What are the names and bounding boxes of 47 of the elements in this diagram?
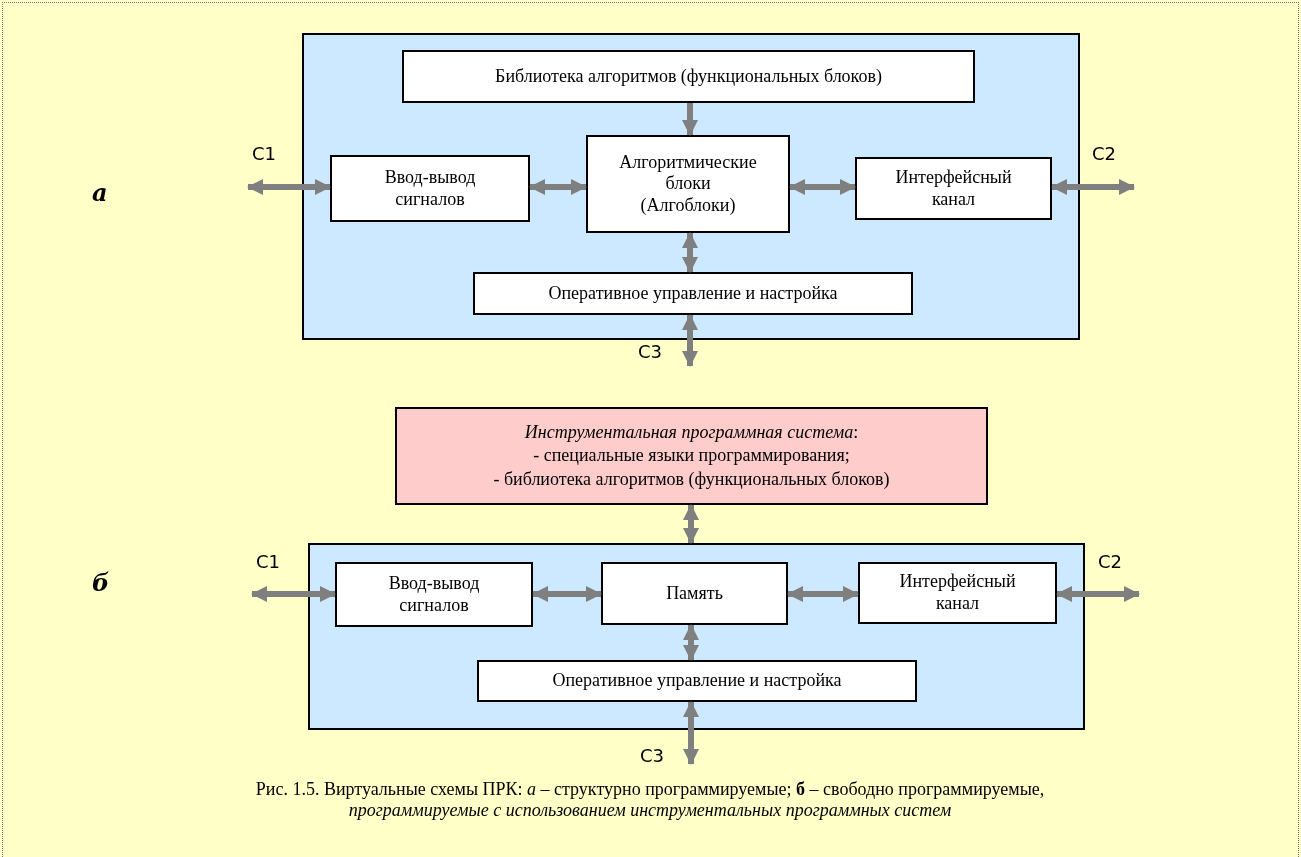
signal-label: С2 [1098, 550, 1123, 574]
double-arrow [683, 701, 699, 765]
double-arrow [789, 179, 856, 195]
box-text: Алгоритмические блоки (Алгоблоки) [618, 151, 758, 217]
block-box [477, 660, 917, 702]
double-arrow [1056, 586, 1140, 602]
block-box [601, 562, 788, 625]
tool-system-box [395, 407, 988, 505]
double-arrow [683, 624, 699, 661]
box-text: Интерфейсный канал [894, 166, 1013, 211]
variant-letter: б [92, 567, 110, 599]
block-box [335, 562, 533, 627]
box-text: Ввод-вывод сигналов [387, 572, 481, 617]
box-text: Библиотека алгоритмов (функциональных блоков) [494, 65, 883, 88]
box-text: Оперативное управление и настройка [551, 670, 843, 692]
box-text: Память [665, 582, 724, 605]
block-panel [302, 33, 1080, 340]
block-box [330, 155, 530, 222]
block-box [855, 157, 1052, 220]
double-arrow [529, 179, 587, 195]
box-heading: Инструментальная программная система: [523, 420, 860, 444]
double-arrow [787, 586, 859, 602]
figure-caption: Рис. 1.5. Виртуальные схемы ПРК: а – структурно программируемые; б – свободно программируемые, программируемые с использованием инструментальных программных систем [254, 779, 1046, 821]
block-box [473, 272, 913, 315]
box-text: Интерфейсный канал [898, 571, 1017, 615]
box-text: - библиотека алгоритмов (функциональных блоков) [492, 467, 891, 491]
double-arrow [682, 103, 698, 136]
double-arrow [682, 314, 698, 367]
block-box [402, 50, 975, 103]
double-arrow [1051, 179, 1135, 195]
block-panel [308, 543, 1085, 730]
variant-letter: а [92, 177, 108, 209]
double-arrow [532, 586, 602, 602]
double-arrow [251, 586, 336, 602]
signal-label: С1 [256, 550, 281, 574]
signal-label: С2 [1092, 142, 1117, 166]
signal-label: С1 [252, 142, 277, 166]
signal-label: С3 [638, 340, 663, 364]
block-box [858, 562, 1057, 624]
box-text: - специальные языки программирования; [532, 444, 851, 468]
signal-label: С3 [640, 744, 665, 768]
block-box [586, 135, 790, 233]
double-arrow [683, 504, 699, 544]
box-text: Ввод-вывод сигналов [383, 166, 477, 211]
box-text: Оперативное управление и настройка [547, 282, 839, 305]
double-arrow [682, 232, 698, 273]
double-arrow [247, 179, 331, 195]
